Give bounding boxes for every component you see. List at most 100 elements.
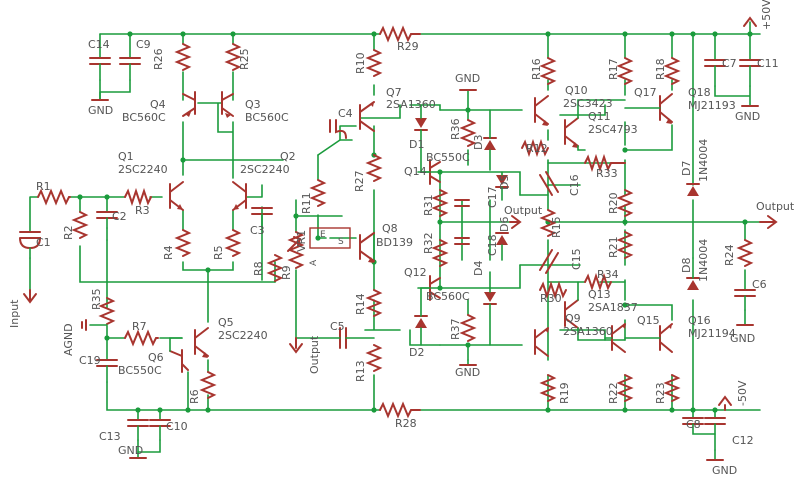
label-components-q14: Q14 bbox=[404, 165, 427, 178]
label-nets-gnd: GND bbox=[730, 332, 755, 345]
capacitor-C15 bbox=[539, 249, 559, 274]
capacitor-C3 bbox=[251, 207, 273, 228]
label-parts-q16: MJ21194 bbox=[688, 327, 736, 340]
transistor-Q13 bbox=[564, 281, 626, 341]
resistor-R30 bbox=[539, 280, 567, 300]
label-components-c5: C5 bbox=[330, 320, 345, 333]
label-parts-q10: 2SC3423 bbox=[563, 97, 613, 110]
label-components-c10: C10 bbox=[166, 420, 188, 433]
label-components-r17: R17 bbox=[607, 58, 620, 80]
label-components-r24: R24 bbox=[723, 244, 736, 266]
label-parts-q1: 2SC2240 bbox=[118, 163, 168, 176]
label-components-r37: R37 bbox=[449, 318, 462, 340]
capacitor-C6 bbox=[734, 289, 756, 311]
label-components-r8: R8 bbox=[252, 261, 265, 276]
transistor-Q9 bbox=[534, 327, 549, 357]
label-components-r27: R27 bbox=[353, 170, 366, 192]
resistor-R29 bbox=[379, 25, 421, 43]
wires bbox=[29, 21, 761, 461]
label-components-q12: Q12 bbox=[404, 266, 427, 279]
transistor-Q1 bbox=[169, 181, 184, 211]
label-components-r18: R18 bbox=[654, 58, 667, 80]
label-components-q18: Q18 bbox=[688, 86, 711, 99]
diode-D5 bbox=[495, 171, 509, 201]
label-components-c4: C4 bbox=[338, 107, 353, 120]
label-components-r6: R6 bbox=[188, 389, 201, 404]
label-components-d6: D6 bbox=[498, 217, 511, 232]
label-nets-gnd: GND bbox=[455, 366, 480, 379]
capacitor-C18 bbox=[454, 237, 470, 245]
resistor-R24 bbox=[736, 239, 754, 267]
label-components-c15: C15 bbox=[570, 248, 583, 270]
resistor-R17 bbox=[616, 57, 634, 85]
label-components-d4: D4 bbox=[472, 261, 485, 276]
label-components-r9: R9 bbox=[280, 265, 293, 280]
label-components-d7: D7 bbox=[680, 161, 693, 176]
capacitor-C9 bbox=[119, 57, 141, 81]
transistor-Q12 bbox=[417, 275, 441, 301]
transistor-Q8 bbox=[359, 232, 375, 263]
label-components-c8: C8 bbox=[686, 418, 701, 431]
label-components-d2: D2 bbox=[409, 346, 424, 359]
label-components-r3: R3 bbox=[135, 204, 150, 217]
label-pot_pins-a: A bbox=[309, 259, 319, 266]
capacitor-C16 bbox=[539, 171, 559, 196]
resistor-R4 bbox=[174, 229, 192, 257]
label-components-vr1: VR1 bbox=[295, 230, 308, 252]
label-parts-q6: BC550C bbox=[118, 364, 162, 377]
label-parts-q18: MJ21193 bbox=[688, 99, 736, 112]
label-components-r36: R36 bbox=[449, 118, 462, 140]
diode-D8 bbox=[686, 257, 700, 290]
label-pot_pins-s: S bbox=[338, 237, 344, 247]
label-components-r32: R32 bbox=[422, 232, 435, 254]
transistor-Q11 bbox=[564, 99, 626, 151]
label-parts-q8: BD139 bbox=[376, 236, 413, 249]
label-components-c13: C13 bbox=[99, 430, 121, 443]
label-parts-q13: 2SA1837 bbox=[588, 301, 638, 314]
resistor-R6 bbox=[199, 371, 217, 399]
diode-D4 bbox=[483, 271, 497, 346]
resistor-R33 bbox=[584, 153, 626, 173]
label-components-r20: R20 bbox=[607, 192, 620, 214]
label-parts-d7: 1N4004 bbox=[697, 139, 710, 182]
label-pot_pins-e: E bbox=[320, 230, 326, 240]
capacitor-C1 bbox=[19, 231, 42, 259]
label-components-c16: C16 bbox=[568, 174, 581, 196]
label-components-q9: Q9 bbox=[565, 312, 581, 325]
label-components-r14: R14 bbox=[354, 293, 367, 315]
input-arrow bbox=[23, 289, 37, 304]
neg-rail-arrow bbox=[718, 395, 732, 411]
resistor-R11 bbox=[309, 179, 327, 207]
resistor-R15 bbox=[539, 209, 557, 237]
resistor-R25 bbox=[224, 43, 242, 71]
resistor-R10 bbox=[365, 49, 383, 77]
pot-body-VR1 bbox=[309, 227, 351, 249]
label-components-r23: R23 bbox=[654, 382, 667, 404]
label-components-q8: Q8 bbox=[382, 222, 398, 235]
resistor-R37 bbox=[459, 314, 477, 342]
label-parts-q3: BC560C bbox=[245, 111, 289, 124]
capacitor-C5 bbox=[295, 327, 375, 349]
resistor-R23 bbox=[663, 374, 681, 402]
transistor-Q17 bbox=[624, 93, 673, 124]
label-components-d3: D3 bbox=[472, 135, 485, 150]
capacitor-C4 bbox=[329, 119, 347, 139]
label-nets-gnd: GND bbox=[712, 464, 737, 477]
agnd-symbol bbox=[81, 319, 108, 331]
label-components-c14: C14 bbox=[88, 38, 110, 51]
resistor-R22 bbox=[616, 374, 634, 402]
label-components-r4: R4 bbox=[162, 245, 175, 260]
resistor-R19 bbox=[539, 374, 557, 402]
label-components-r12: R12 bbox=[526, 142, 548, 155]
label-components-q6: Q6 bbox=[148, 351, 164, 364]
label-nets-gnd: GND bbox=[88, 104, 113, 117]
label-components-c11: C11 bbox=[757, 57, 779, 70]
label-components-c12: C12 bbox=[732, 434, 754, 447]
label-components-r1: R1 bbox=[36, 180, 51, 193]
gnd-symbol-r37 bbox=[459, 359, 477, 366]
capacitor-C12 bbox=[704, 417, 726, 451]
label-components-r31: R31 bbox=[422, 194, 435, 216]
label-components-r29: R29 bbox=[397, 40, 419, 53]
label-components-c1: C1 bbox=[36, 236, 51, 249]
resistor-R3 bbox=[124, 187, 152, 207]
